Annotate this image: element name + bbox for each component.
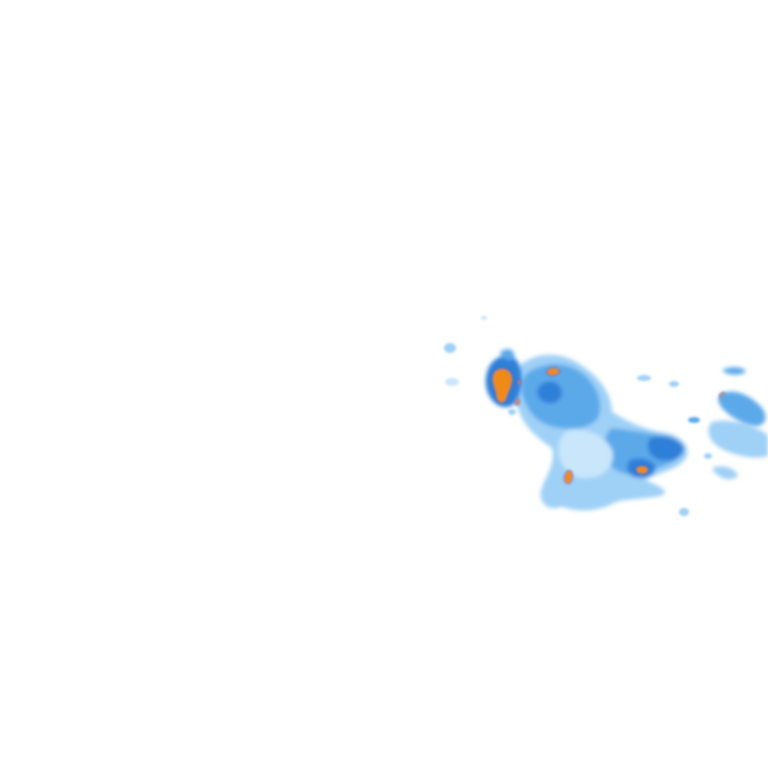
intense-core-south (563, 470, 573, 484)
echo-speck (669, 381, 679, 387)
echo-speck (445, 378, 459, 386)
intense-cores (491, 367, 727, 484)
precip-moderate-east-top (722, 367, 746, 375)
precip-light-east-2 (712, 466, 738, 480)
intense-core-east (635, 465, 649, 475)
echo-speck (481, 316, 487, 320)
intense-speck (514, 399, 520, 406)
precip-moderate-halo (500, 349, 515, 360)
echo-speck (508, 409, 516, 415)
intense-core-west (491, 368, 513, 404)
precip-heavy-spot (537, 381, 562, 404)
intense-core-north (545, 367, 561, 377)
scattered-echoes (444, 316, 712, 516)
storm-cells-east (708, 367, 768, 480)
precip-heavy-spot-2 (647, 436, 684, 461)
precip-moderate-east (718, 391, 766, 426)
echo-speck (637, 375, 651, 381)
echo-speck (704, 453, 712, 459)
precip-very-light-core (558, 429, 613, 479)
echo-speck (444, 343, 456, 353)
echo-speck (679, 508, 689, 516)
echo-speck (688, 417, 700, 423)
intense-speck-2 (517, 379, 522, 386)
storm-complex-main (514, 354, 688, 511)
precip-light-east (708, 420, 768, 458)
precip-light-lobe (540, 480, 571, 509)
